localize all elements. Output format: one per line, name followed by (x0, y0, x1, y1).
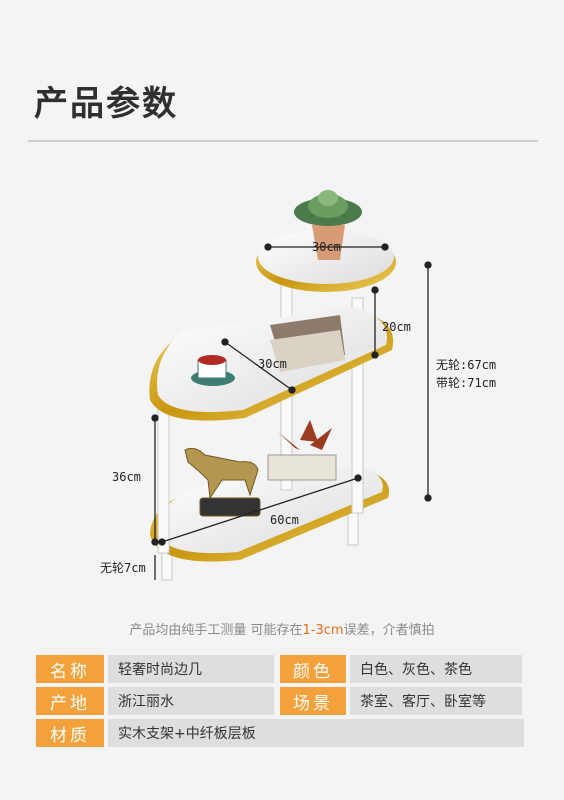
book-stack-lower (267, 454, 337, 481)
height-no-wheel-label: 无轮:67cm (436, 358, 497, 372)
right-post (351, 297, 364, 514)
leg-height-label: 无轮7cm (100, 561, 146, 575)
name-value: 轻奢时尚边几 (108, 655, 274, 683)
left-post (157, 397, 170, 554)
material-label: 材质 (36, 719, 104, 747)
product-illustration (149, 190, 432, 581)
dimension-lines (151, 243, 432, 580)
spec-row: 产地 浙江丽水 场景 茶室、客厅、卧室等 (36, 687, 524, 715)
book-stack (270, 315, 345, 372)
scene-label: 场景 (280, 687, 346, 715)
scene-value: 茶室、客厅、卧室等 (350, 687, 522, 715)
origin-value: 浙江丽水 (108, 687, 274, 715)
lower-gap-label: 36cm (112, 470, 141, 484)
title-divider (28, 140, 538, 142)
page-title: 产品参数 (34, 84, 178, 124)
teacup (191, 355, 235, 386)
succulent-plant (294, 190, 362, 260)
origin-label: 产地 (36, 687, 104, 715)
measurement-note: 产品均由纯手工测量 可能存在1-3cm误差，介者慎拍 (129, 623, 435, 638)
color-value: 白色、灰色、茶色 (350, 655, 522, 683)
horse-statue (184, 447, 261, 517)
wood-decor (278, 420, 332, 450)
material-value: 实木支架+中纤板层板 (108, 719, 524, 747)
top-width-label: 30cm (312, 240, 341, 254)
middle-width-label: 30cm (258, 357, 287, 371)
error-range: 1-3cm (302, 623, 344, 638)
color-label: 颜色 (280, 655, 346, 683)
spec-row: 材质 实木支架+中纤板层板 (36, 719, 524, 747)
name-label: 名称 (36, 655, 104, 683)
spec-row: 名称 轻奢时尚边几 颜色 白色、灰色、茶色 (36, 655, 524, 683)
bottom-width-label: 60cm (270, 513, 299, 527)
height-wheel-label: 带轮:71cm (436, 376, 497, 390)
spec-table: 名称 轻奢时尚边几 颜色 白色、灰色、茶色 产地 浙江丽水 场景 茶室、客厅、卧… (36, 655, 524, 751)
upper-gap-label: 20cm (382, 320, 411, 334)
